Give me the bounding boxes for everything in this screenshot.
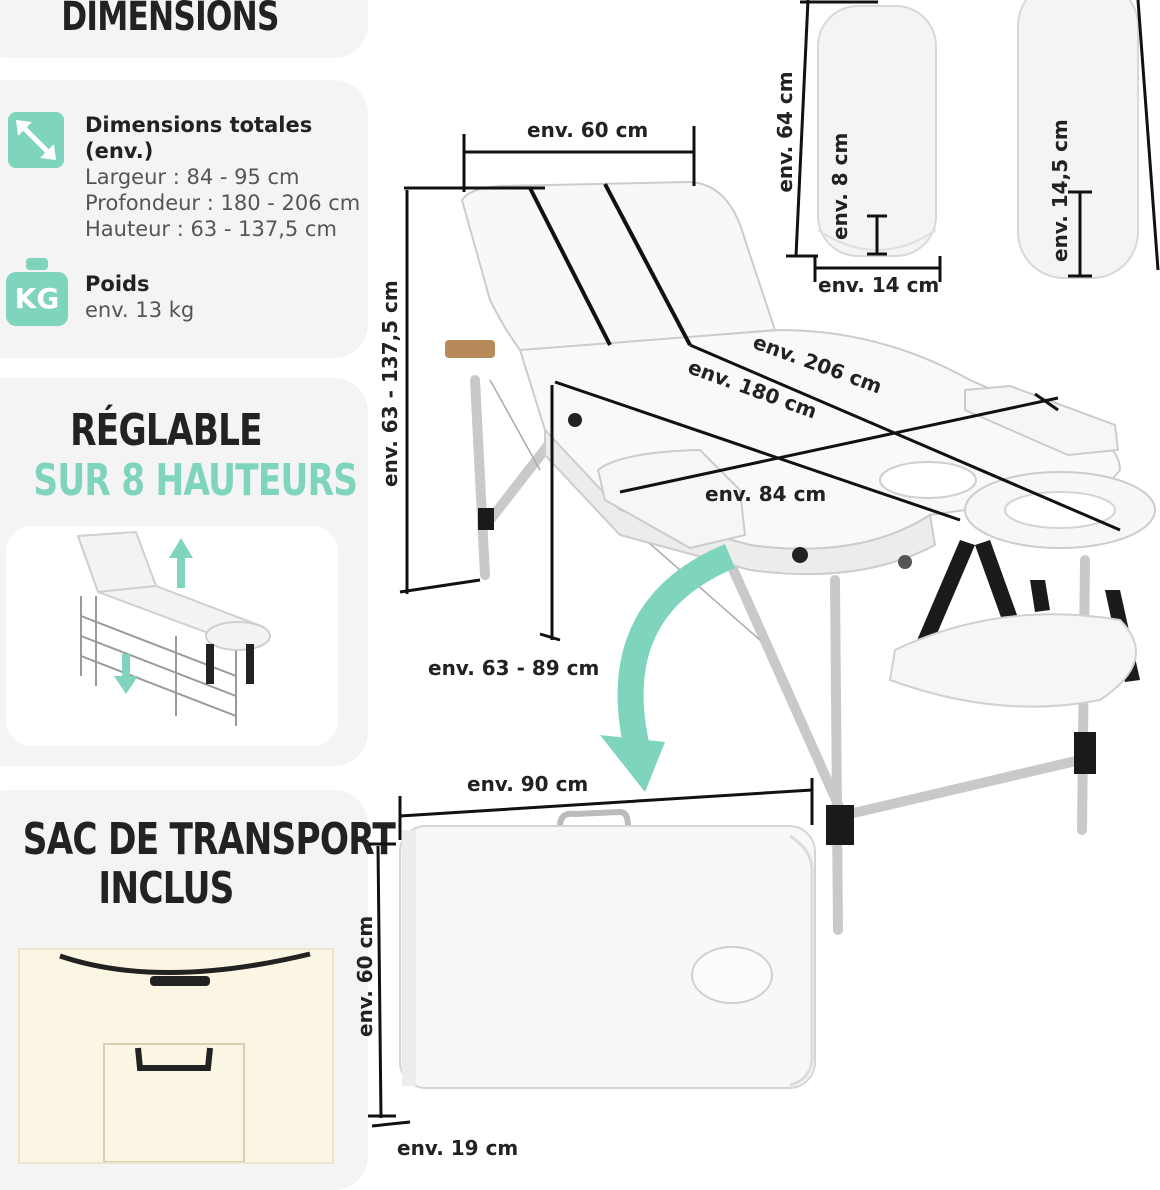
largeur-value: Largeur : 84 - 95 cm <box>85 165 300 189</box>
dims-title-env: (env.) <box>85 139 154 163</box>
poids-title: Poids <box>85 272 150 296</box>
height-total-label: env. 63 - 137,5 cm <box>378 280 402 487</box>
bolster2-thick-label: env. 14,5 cm <box>1048 119 1072 262</box>
weight-icon: KG <box>6 258 68 326</box>
dimensions-icon <box>8 112 64 168</box>
poids-value: env. 13 kg <box>85 298 195 322</box>
bolster-thick-label: env. 8 cm <box>828 132 852 240</box>
bolster-width-label: env. 14 cm <box>818 273 940 297</box>
dims-title: Dimensions totales <box>85 113 313 137</box>
bolster-height-label: env. 64 cm <box>773 71 797 193</box>
height-table-label: env. 63 - 89 cm <box>428 656 600 680</box>
hauteur-value: Hauteur : 63 - 137,5 cm <box>85 217 337 241</box>
bag-height-label: env. 60 cm <box>353 915 377 1037</box>
width-84-label: env. 84 cm <box>705 482 827 506</box>
bag-depth-label: env. 19 cm <box>397 1136 519 1160</box>
reglable-heading: RÉGLABLE <box>70 405 262 456</box>
dimensions-heading: DIMENSIONS <box>61 0 279 40</box>
massage-table-illustration <box>368 0 1160 1128</box>
dimensions-spec-block: Dimensions totales (env.) Largeur : 84 -… <box>85 112 365 242</box>
inclus-heading: INCLUS <box>98 863 234 914</box>
height-adjust-image <box>6 526 338 746</box>
kg-badge: KG <box>14 282 60 315</box>
profondeur-value: Profondeur : 180 - 206 cm <box>85 191 361 215</box>
width-top-label: env. 60 cm <box>527 118 649 142</box>
bag-width-label: env. 90 cm <box>467 772 589 796</box>
bag-photo <box>18 948 334 1164</box>
dimensions-title-panel <box>0 0 368 58</box>
weight-spec-block: Poids env. 13 kg <box>85 271 345 323</box>
